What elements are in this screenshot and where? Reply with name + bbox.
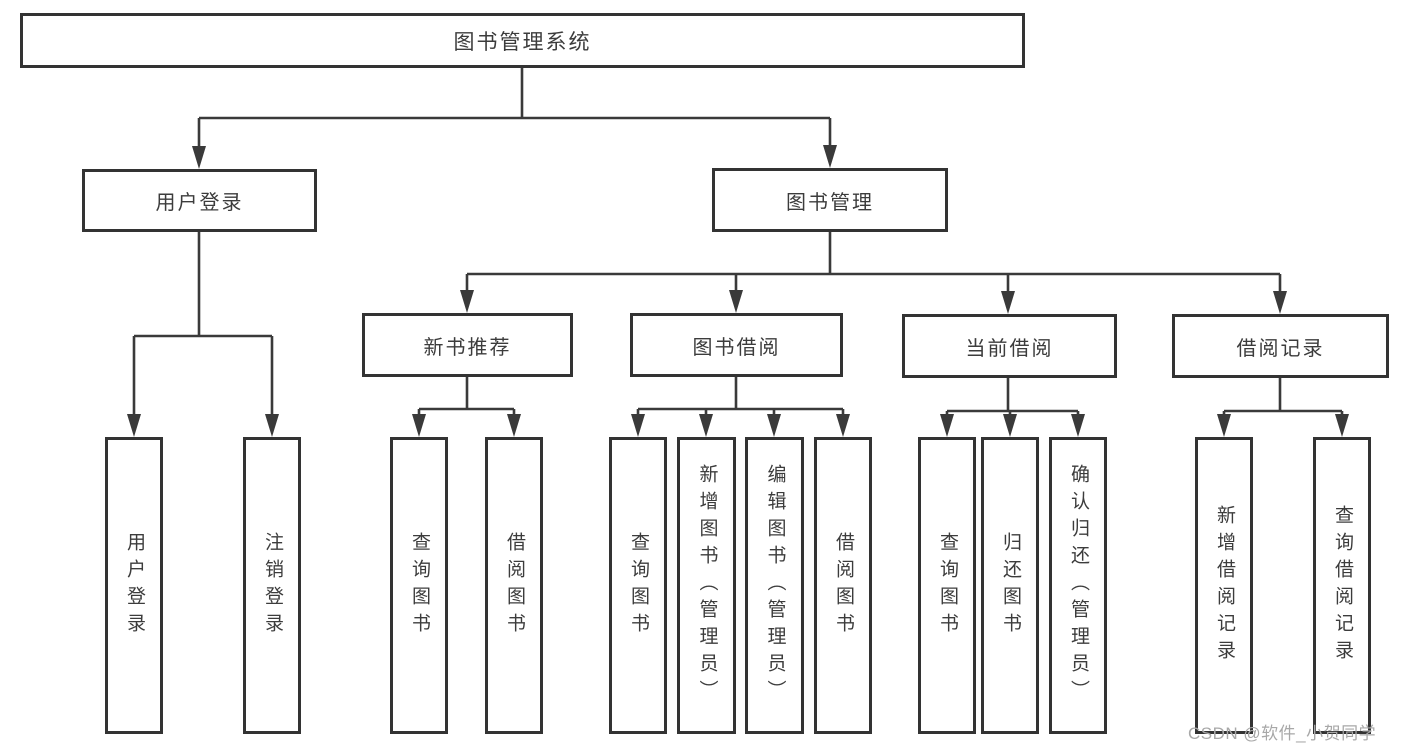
node-new-book-recommend-label: 新书推荐 [423, 336, 512, 359]
node-leaf-query-books-1-label: 查询图书 [408, 531, 430, 640]
node-leaf-query-borrow-record: 查询借阅记录 [1313, 437, 1371, 734]
node-leaf-query-borrow-record-label: 查询借阅记录 [1331, 504, 1353, 667]
node-leaf-add-books-admin-label: 新增图书（管理员） [696, 464, 718, 707]
node-leaf-add-books-admin: 新增图书（管理员） [677, 437, 736, 734]
node-borrowing-records: 借阅记录 [1172, 314, 1389, 378]
node-leaf-user-login-label: 用户登录 [123, 531, 145, 640]
node-leaf-borrow-books-1-label: 借阅图书 [503, 531, 525, 640]
node-book-management-label: 图书管理 [786, 191, 874, 214]
node-leaf-edit-books-admin-label: 编辑图书（管理员） [764, 464, 786, 707]
node-current-borrowing-label: 当前借阅 [965, 337, 1054, 360]
csdn-watermark: CSDN @软件_小贺同学 [1188, 724, 1377, 743]
node-leaf-return-books-label: 归还图书 [999, 531, 1021, 640]
node-leaf-borrow-books-2-label: 借阅图书 [832, 531, 854, 640]
node-new-book-recommend: 新书推荐 [362, 313, 573, 377]
node-leaf-return-books: 归还图书 [981, 437, 1039, 734]
node-current-borrowing: 当前借阅 [902, 314, 1117, 378]
node-library-system-label: 图书管理系统 [453, 30, 592, 54]
node-library-system: 图书管理系统 [20, 13, 1025, 68]
node-borrowing-records-label: 借阅记录 [1236, 337, 1325, 360]
node-leaf-query-books-2: 查询图书 [609, 437, 667, 734]
node-book-borrowing: 图书借阅 [630, 313, 843, 377]
node-leaf-query-books-2-label: 查询图书 [627, 531, 649, 640]
node-leaf-confirm-return-admin-label: 确认归还（管理员） [1067, 464, 1089, 707]
node-book-borrowing-label: 图书借阅 [692, 336, 781, 359]
node-leaf-edit-books-admin: 编辑图书（管理员） [745, 437, 804, 734]
node-user-login: 用户登录 [82, 169, 317, 232]
node-leaf-query-books-3-label: 查询图书 [936, 531, 958, 640]
node-user-login-label: 用户登录 [155, 192, 244, 214]
node-leaf-borrow-books-2: 借阅图书 [814, 437, 872, 734]
node-book-management: 图书管理 [712, 168, 948, 232]
node-leaf-logout: 注销登录 [243, 437, 301, 734]
node-leaf-add-borrow-record-label: 新增借阅记录 [1213, 504, 1235, 667]
node-leaf-user-login: 用户登录 [105, 437, 163, 734]
node-leaf-logout-label: 注销登录 [261, 531, 283, 640]
node-leaf-query-books-1: 查询图书 [390, 437, 448, 734]
node-leaf-borrow-books-1: 借阅图书 [485, 437, 543, 734]
node-leaf-confirm-return-admin: 确认归还（管理员） [1049, 437, 1107, 734]
node-leaf-query-books-3: 查询图书 [918, 437, 976, 734]
node-leaf-add-borrow-record: 新增借阅记录 [1195, 437, 1253, 734]
